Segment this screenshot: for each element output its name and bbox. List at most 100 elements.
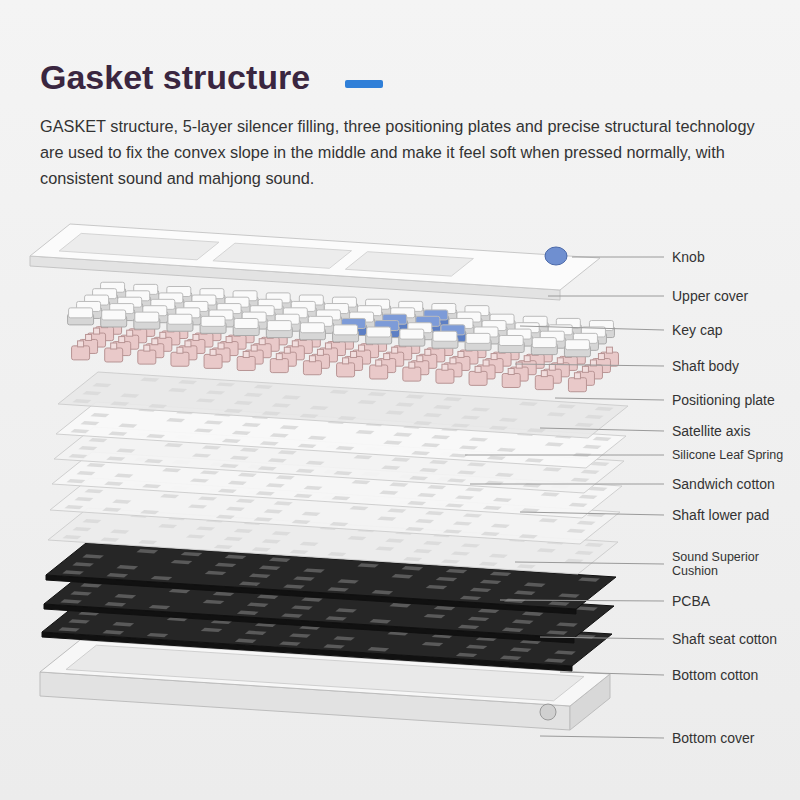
- plate-hole: [333, 471, 352, 475]
- leader-line: [572, 257, 664, 258]
- plate-hole: [232, 431, 251, 435]
- plate-hole: [537, 548, 556, 552]
- switch-stem: [574, 373, 580, 379]
- plate-hole: [186, 534, 205, 538]
- plate-hole: [234, 529, 253, 533]
- plate-hole: [546, 630, 568, 634]
- plate-hole: [226, 507, 245, 511]
- plate-hole: [204, 420, 223, 424]
- plate-hole: [108, 432, 127, 436]
- plate-hole: [375, 547, 394, 551]
- plate-hole: [149, 605, 171, 609]
- plate-hole: [240, 448, 259, 452]
- plate-hole: [112, 500, 131, 504]
- plate-hole: [409, 476, 428, 480]
- plate-hole: [495, 473, 514, 477]
- plate-hole: [237, 611, 259, 615]
- plate-hole: [60, 599, 82, 603]
- plate-hole: [471, 407, 490, 411]
- leader-line: [540, 736, 664, 738]
- plate-hole: [215, 563, 237, 567]
- plate-hole: [543, 467, 562, 471]
- accent-bar: [345, 80, 383, 88]
- plate-hole: [335, 446, 354, 450]
- plate-hole: [487, 456, 506, 460]
- switch-stem: [119, 337, 125, 343]
- keycap: [565, 340, 589, 350]
- plate-hole: [68, 454, 87, 458]
- switch-stem: [243, 351, 249, 357]
- upper-cover-shape: [30, 224, 600, 290]
- plate-hole: [142, 484, 161, 488]
- plate-hole: [489, 426, 508, 430]
- cover-opening: [59, 233, 219, 259]
- leader-line: [515, 562, 664, 564]
- switch: [105, 348, 123, 362]
- plate-hole: [583, 445, 602, 449]
- plate-hole: [367, 392, 386, 396]
- plate-hole: [92, 383, 111, 387]
- plate-hole: [457, 470, 476, 474]
- plate-hole: [160, 494, 179, 498]
- switch-stem: [425, 349, 431, 355]
- plate-hole: [228, 481, 247, 485]
- plate-hole: [547, 412, 566, 416]
- plate-hole: [302, 512, 321, 516]
- plate-hole: [234, 401, 253, 405]
- plate-hole: [548, 601, 570, 605]
- plate-hole: [489, 554, 508, 558]
- plate-hole: [329, 522, 348, 526]
- plate-hole: [491, 524, 510, 528]
- switch-stem: [458, 351, 464, 357]
- plate-hole: [581, 470, 600, 474]
- plate-hole: [194, 428, 213, 432]
- plate-hole: [389, 603, 411, 607]
- plate-hole: [144, 459, 163, 463]
- switch: [502, 373, 520, 387]
- plate-hole: [593, 437, 612, 441]
- plate-hole: [519, 534, 538, 538]
- plate-hole: [272, 531, 291, 535]
- leader-line: [500, 600, 664, 601]
- plate-hole: [114, 594, 136, 598]
- plate-hole: [544, 658, 566, 662]
- leader-line: [540, 637, 664, 639]
- plate-hole: [138, 540, 157, 544]
- plate-hole: [281, 613, 303, 617]
- plate-hole: [102, 630, 124, 634]
- plate-hole: [519, 402, 538, 406]
- switch: [370, 365, 388, 379]
- plate-hole: [423, 413, 442, 417]
- plate-hole: [104, 482, 123, 486]
- plate-hole: [330, 390, 349, 394]
- plate-hole: [407, 501, 426, 505]
- plate-hole: [355, 430, 374, 434]
- switch: [535, 376, 553, 390]
- part-label: Positioning plate: [672, 392, 775, 408]
- switch-stem: [111, 343, 117, 349]
- leader-line: [540, 428, 664, 431]
- plate-hole: [456, 653, 478, 657]
- plate-hole: [274, 501, 293, 505]
- plate-hole: [218, 489, 237, 493]
- plate-hole: [203, 600, 225, 604]
- switch: [337, 363, 355, 377]
- plate-hole: [411, 451, 430, 455]
- keycap: [69, 308, 93, 318]
- plate-hole: [381, 466, 400, 470]
- plate-hole: [216, 515, 235, 519]
- plate-hole: [293, 576, 315, 580]
- plate-hole: [429, 460, 448, 464]
- plate-hole: [567, 529, 586, 533]
- part-label: Key cap: [672, 322, 723, 338]
- plate-hole: [213, 592, 235, 596]
- switch-stem: [325, 343, 331, 349]
- keycap: [334, 325, 358, 335]
- plate-hole: [385, 411, 404, 415]
- plate-hole: [279, 641, 301, 645]
- plate-hole: [325, 616, 347, 620]
- plate-hole: [427, 485, 446, 489]
- plate-hole: [249, 574, 271, 578]
- switch: [436, 369, 454, 383]
- plate-hole: [478, 609, 500, 613]
